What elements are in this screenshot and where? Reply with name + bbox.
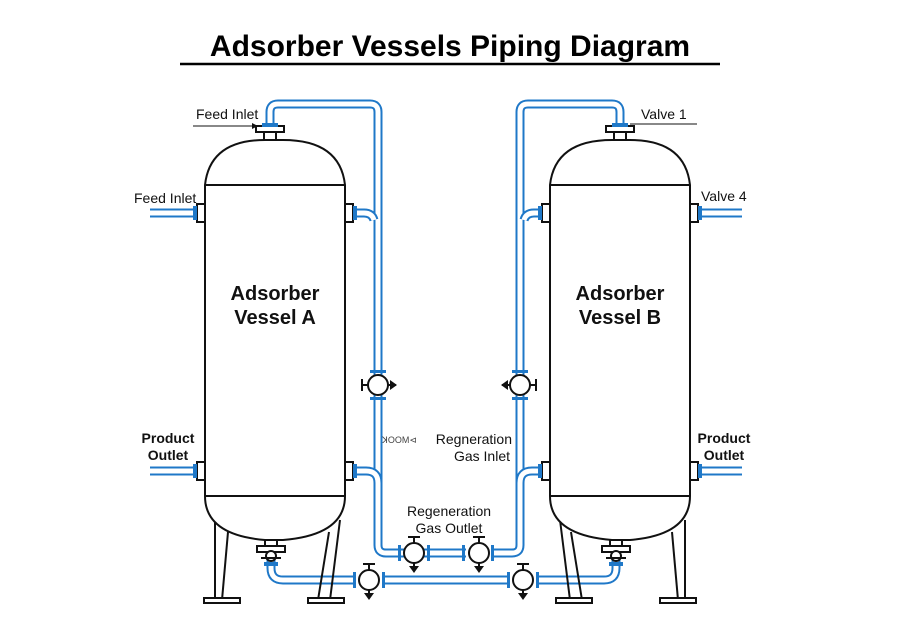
vessel-a-legs	[203, 519, 345, 604]
label-valve-1: Valve 1	[630, 106, 697, 125]
vessel-b-legs	[555, 519, 697, 604]
label-feed-inlet-side: Feed Inlet	[134, 190, 196, 206]
label-product-outlet-b-line1: Product	[698, 430, 751, 446]
valve-regen-outlet-1[interactable]	[398, 536, 430, 573]
vessel-b-bottom-nozzle	[601, 539, 631, 566]
label-product-outlet-a-line2: Outlet	[148, 447, 189, 463]
valve-regen-a[interactable]	[361, 370, 397, 400]
vessel-b-shell	[549, 139, 691, 541]
arrow-icon	[252, 123, 258, 129]
vessel-a-bottom-nozzle	[256, 539, 286, 566]
vessel-a-shell	[204, 139, 346, 541]
vessel-b-top-nozzle	[605, 123, 635, 141]
arrow-icon	[501, 380, 508, 390]
pipe-b-top-loop	[494, 99, 625, 558]
vessel-b-side-nozzles	[538, 203, 702, 481]
pipe-b-lower-branch	[515, 466, 542, 484]
vessel-a-label-line1: Adsorber	[231, 283, 320, 305]
label-regen-inlet-line1: Regneration	[436, 431, 512, 447]
valve-header-b[interactable]	[507, 563, 539, 600]
feed-inlet-top-text: Feed Inlet	[196, 106, 258, 122]
label-regen-outlet-line1: Regeneration	[407, 503, 491, 519]
arrow-icon	[390, 380, 397, 390]
label-product-outlet-b-line2: Outlet	[704, 447, 745, 463]
pipe-a-lower-branch	[352, 466, 383, 484]
pipe-a-upper-branch	[352, 208, 379, 222]
vessel-a-side-nozzles	[193, 203, 357, 481]
diagram-title: Adsorber Vessels Piping Diagram	[210, 30, 690, 63]
label-valve-4: Valve 4	[701, 188, 747, 204]
label-regen-inlet-artifact: ꓘOOM⊲	[381, 435, 417, 445]
vessel-b-label-line1: Adsorber	[576, 283, 665, 305]
pipe-b-upper-branch	[519, 208, 542, 222]
valve-1-text: Valve 1	[641, 106, 687, 122]
label-product-outlet-a-line1: Product	[142, 430, 195, 446]
vessel-a-top-nozzle	[255, 123, 285, 141]
pipes	[150, 99, 742, 585]
vessel-b[interactable]: Adsorber Vessel B	[538, 123, 702, 604]
valve-regen-outlet-2[interactable]	[462, 536, 494, 573]
valve-header-a[interactable]	[353, 563, 385, 600]
label-feed-inlet-top: Feed Inlet	[193, 106, 258, 129]
vessel-a[interactable]: Adsorber Vessel A	[193, 123, 357, 604]
pipe-a-top-loop	[265, 99, 410, 558]
valve-regen-b[interactable]	[501, 370, 537, 400]
vessel-b-label-line2: Vessel B	[579, 307, 661, 329]
pipe-bottom-header	[266, 545, 621, 585]
label-regen-outlet-line2: Gas Outlet	[416, 520, 483, 536]
vessel-a-label-line2: Vessel A	[234, 307, 316, 329]
label-regen-inlet-line2: Gas Inlet	[454, 448, 510, 464]
